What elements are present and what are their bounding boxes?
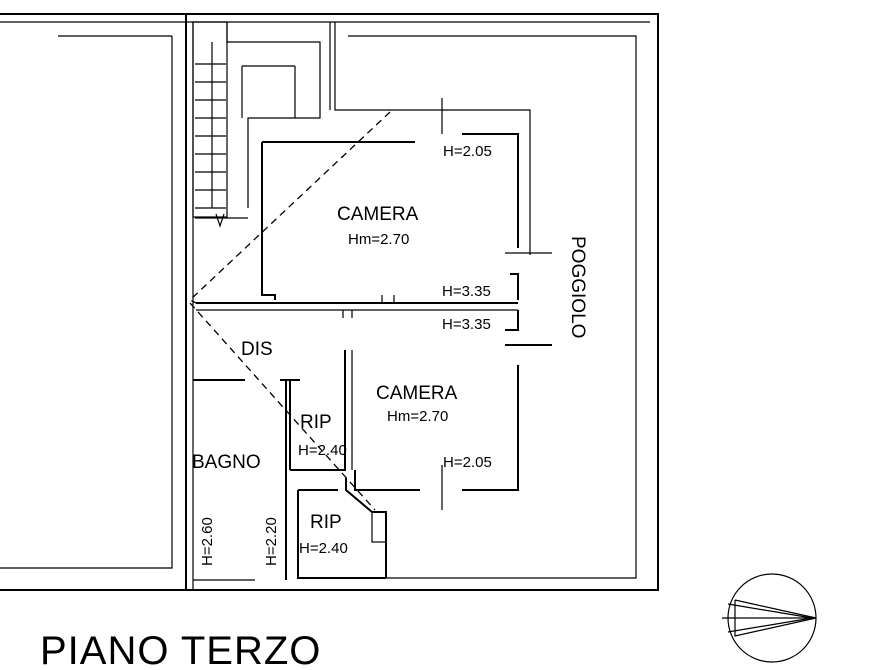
height-mid-upper: H=3.35 [442,283,491,300]
plan-title: PIANO TERZO [40,629,321,670]
room-name-poggiolo: POGGIOLO [567,236,588,338]
height-top-right: H=2.05 [443,143,492,160]
north-arrow-icon [722,573,817,663]
room-name-camera-top: CAMERA [337,204,419,225]
lower-camera-walls [290,310,552,510]
staircase [192,21,321,228]
room-name-camera-bottom: CAMERA [376,383,458,404]
roof-projection-lines [188,111,518,511]
room-height-rip-lower: H=2.40 [299,540,348,557]
room-height-camera-top: Hm=2.70 [348,231,409,248]
room-height-camera-bottom: Hm=2.70 [387,408,448,425]
bagno-height-left: H=2.60 [199,517,216,566]
room-name-rip-lower: RIP [310,512,342,533]
room-name-dis: DIS [241,339,273,360]
room-name-rip-upper: RIP [300,412,332,433]
room-height-rip-upper: H=2.40 [298,442,347,459]
service-rooms-walls [193,379,387,581]
outer-walls [0,13,659,591]
height-bottom-right: H=2.05 [443,454,492,471]
bagno-height-right: H=2.20 [263,517,280,566]
room-name-bagno: BAGNO [192,452,261,473]
height-mid-lower: H=3.35 [442,316,491,333]
